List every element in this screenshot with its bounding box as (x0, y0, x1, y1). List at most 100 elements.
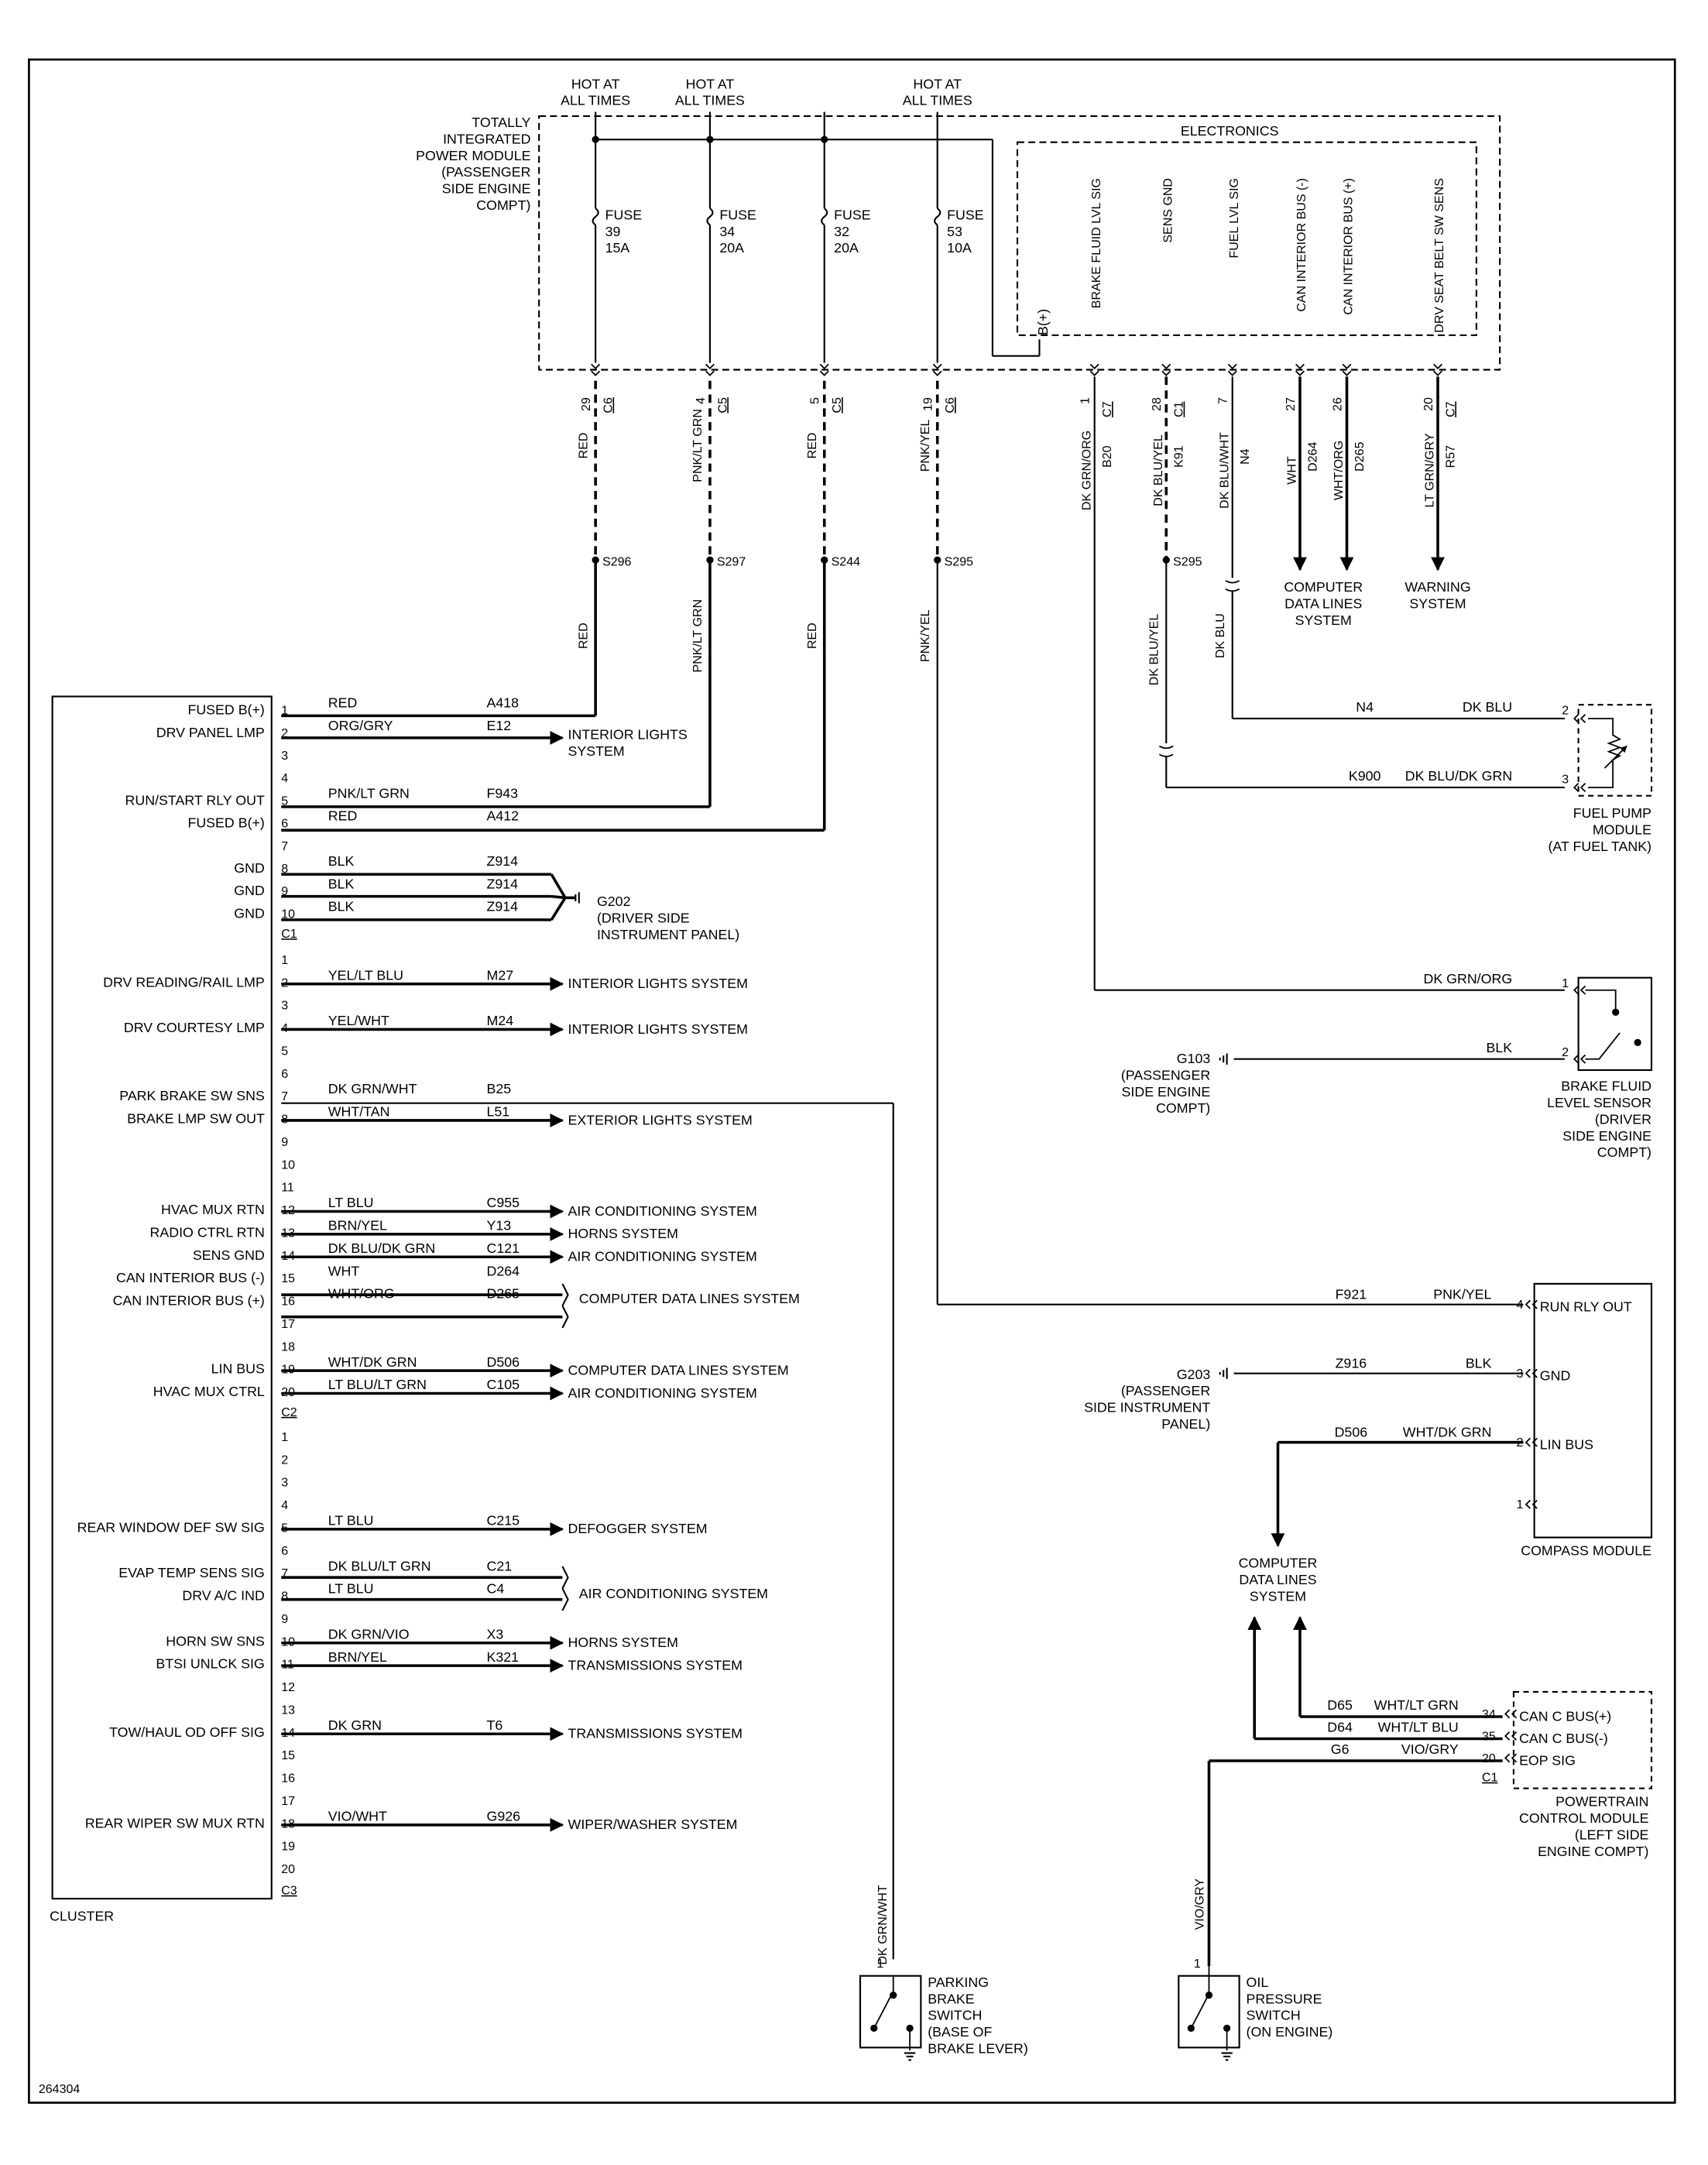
wire-color: DK BLU/WHT (1217, 432, 1231, 509)
wire-break-icon (1158, 745, 1174, 757)
splice-label: S295 (945, 554, 973, 568)
cluster-pin-label: LIN BUS (211, 1361, 265, 1377)
cluster-pin-label: RADIO CTRL RTN (150, 1224, 265, 1240)
cluster-pin-label: DRV COURTESY LMP (124, 1020, 265, 1035)
circuit-id: C121 (487, 1240, 520, 1256)
oil-pressure-label: PRESSURE (1247, 1991, 1322, 2006)
wire-color: DK BLU/DK GRN (328, 1240, 435, 1256)
hot-at-all-times-label: HOT AT (571, 76, 620, 91)
electronics-label: ELECTRONICS (1181, 123, 1279, 139)
g103-label: G103 (1177, 1051, 1211, 1066)
destination-system: INTERIOR LIGHTS SYSTEM (568, 976, 748, 991)
g203-label: G203 (1177, 1367, 1211, 1382)
wire-color: YEL/WHT (328, 1013, 389, 1028)
circuit-id: Y13 (487, 1218, 512, 1233)
g202-label: (DRIVER SIDE (597, 910, 690, 925)
warning-system-label: SYSTEM (1409, 596, 1466, 612)
fuel-pump-label: (AT FUEL TANK) (1549, 839, 1651, 854)
wire-color: BLK (328, 853, 355, 869)
wire-color: BLK (328, 899, 355, 914)
hot-at-all-times-label: HOT AT (686, 76, 735, 91)
circuit-id: F943 (487, 786, 519, 801)
cluster-pin-number: 18 (281, 1340, 295, 1354)
cluster-pin-number: 15 (281, 1748, 295, 1762)
cluster-pin-number: 3 (281, 1476, 288, 1490)
wire-color: DK BLU/YEL (1147, 614, 1161, 686)
cluster-pin-number: 20 (281, 1862, 295, 1876)
pcm-pin-label: EOP SIG (1519, 1752, 1576, 1768)
cluster-pin-number: 17 (281, 1317, 295, 1331)
oil-pressure-label: (ON ENGINE) (1247, 2024, 1333, 2040)
cluster-pin-label: GND (234, 883, 265, 898)
compass-connector-icon (1525, 1437, 1538, 1447)
g203-label: PANEL) (1161, 1416, 1210, 1432)
pin-number: 19 (921, 397, 935, 411)
computer-data-lines-label: SYSTEM (1295, 612, 1352, 628)
circuit-id: D506 (1335, 1425, 1368, 1440)
circuit-id: M24 (487, 1013, 514, 1028)
pin-number: 2 (1562, 704, 1569, 718)
pcm-label: POWERTRAIN (1555, 1794, 1648, 1810)
wire-color: VIO/WHT (328, 1808, 387, 1824)
fuse-label: 20A (834, 240, 859, 256)
cluster-pin-number: 3 (281, 999, 288, 1013)
pcm-connector-icon (1504, 1731, 1518, 1741)
interior-lights-label: INTERIOR LIGHTS (568, 727, 688, 743)
switch-icon (873, 1996, 891, 2029)
parking-brake-label: BRAKE (928, 1991, 974, 2006)
tipm-label: SIDE ENGINE (442, 181, 531, 197)
tipm-label: TOTALLY (472, 115, 530, 130)
parking-brake-label: PARKING (928, 1975, 989, 1990)
fuse-icon (934, 208, 941, 226)
fuse-label: 15A (605, 240, 630, 256)
circuit-id: C215 (487, 1513, 520, 1529)
electronics-pin-label: CAN INTERIOR BUS (+) (1342, 178, 1356, 315)
cluster-pin-number: 10 (281, 907, 295, 921)
circuit-id: G926 (487, 1808, 521, 1824)
splice-dot (1612, 1008, 1620, 1016)
electronics-pin-label: DRV SEAT BELT SW SENS (1432, 178, 1446, 333)
pin-number: 3 (1562, 773, 1569, 787)
circuit-id: C4 (487, 1581, 505, 1597)
destination-system: WIPER/WASHER SYSTEM (568, 1817, 738, 1832)
pin-number: 26 (1330, 397, 1344, 411)
circuit-id: D264 (487, 1263, 520, 1278)
splice-label: S297 (717, 554, 746, 568)
bracket-icon (561, 1283, 569, 1329)
circuit-id: E12 (487, 718, 512, 733)
wire-color: BLK (1487, 1040, 1513, 1055)
wire-color: VIO/GRY (1401, 1741, 1459, 1757)
connector-id: C1 (1172, 401, 1186, 417)
wire-color: YEL/LT BLU (328, 967, 403, 983)
destination-system: TRANSMISSIONS SYSTEM (568, 1726, 743, 1741)
wire-color: RED (805, 433, 819, 459)
pin-number: 35 (1482, 1729, 1496, 1743)
cluster-pin-number: 1 (281, 704, 288, 718)
brake-fluid-connector-icon (1573, 985, 1586, 995)
connector-id: C5 (830, 397, 844, 413)
destination-system: HORNS SYSTEM (568, 1635, 678, 1650)
circuit-id: X3 (487, 1626, 504, 1642)
cluster-module (51, 695, 273, 1900)
wire-color: LT BLU/LT GRN (328, 1377, 427, 1392)
destination-system: TRANSMISSIONS SYSTEM (568, 1657, 743, 1673)
cluster-pin-number: 8 (281, 862, 288, 876)
wire-color: LT BLU (328, 1195, 374, 1210)
destination-system: INTERIOR LIGHTS SYSTEM (568, 1021, 748, 1037)
electronics-connector-icon (1161, 363, 1171, 376)
switch-icon (1585, 989, 1621, 1060)
destination-system: HORNS SYSTEM (568, 1226, 678, 1241)
cluster-pin-number: 6 (281, 1067, 288, 1081)
brake-fluid-sensor (1577, 976, 1653, 1072)
tipm-label: POWER MODULE (416, 148, 530, 163)
circuit-id: Z914 (487, 899, 519, 914)
cluster-pin-label: GND (234, 860, 265, 876)
brake-fluid-label: COMPT) (1597, 1144, 1651, 1160)
pin-number: 1 (876, 1957, 883, 1971)
wire-color: LT BLU (328, 1581, 374, 1597)
circuit-id: C955 (487, 1195, 520, 1210)
bracket-icon (561, 1566, 569, 1611)
destination-system: DEFOGGER SYSTEM (568, 1521, 708, 1536)
cluster-name: CLUSTER (50, 1909, 114, 1924)
